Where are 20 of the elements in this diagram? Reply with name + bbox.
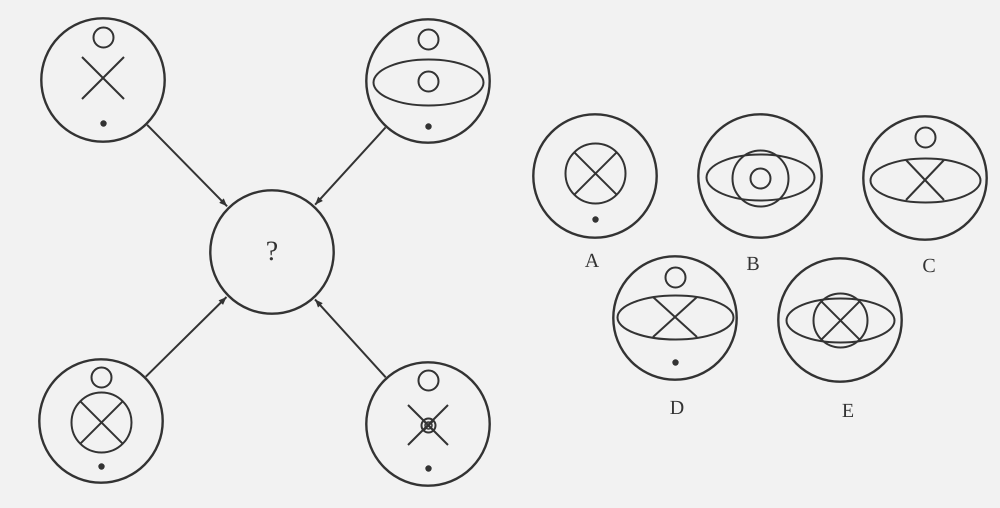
option-circle	[532, 113, 658, 239]
arrow	[314, 126, 386, 206]
figure-circle	[365, 361, 491, 487]
option-circle	[612, 255, 738, 381]
option-letter: D	[670, 398, 684, 418]
question-mark: ?	[266, 238, 278, 266]
arrow	[146, 124, 228, 207]
option-circle	[697, 113, 823, 239]
figure-circle	[365, 18, 491, 144]
option-letter: C	[922, 256, 936, 276]
option-letter: B	[746, 254, 760, 274]
option-letter: A	[584, 251, 600, 271]
arrow	[314, 298, 386, 378]
figure-circle	[40, 17, 166, 143]
option-circle	[777, 257, 903, 383]
figure-circle	[38, 358, 164, 484]
option-circle	[862, 115, 988, 241]
arrow	[145, 296, 228, 378]
option-letter: E	[842, 401, 854, 421]
question-circle	[209, 189, 335, 315]
